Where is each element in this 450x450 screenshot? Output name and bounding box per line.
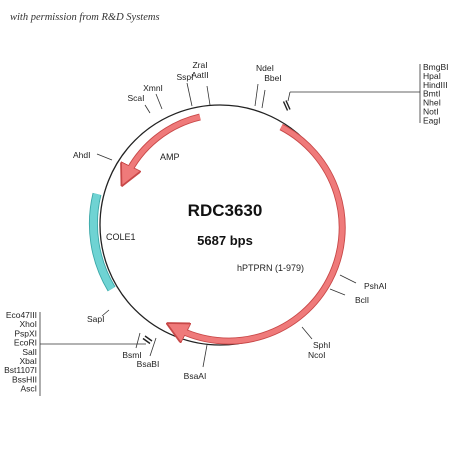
leader-psha1 [339,274,357,284]
mcs-top-site-label-0: BmgBI [423,62,449,72]
site-label-bsaai: BsaAI [184,371,207,381]
site-label-bsabi: BsaBI [137,359,160,369]
feature-label-hptprn: hPTPRN (1-979) [237,263,304,273]
mcs-bottom-site-label-6: Bst1107I [4,365,37,375]
mcs-top-marker [282,100,291,111]
mcs-top-site-label-2: HindIII [423,80,448,90]
mcs-bottom-site-label-3: EcoRI [14,338,37,348]
site-label-ncoi: NcoI [308,350,325,360]
site-label-scai: ScaI [127,93,144,103]
mcs-bottom-site-label-7: BssHII [12,374,37,384]
mcs-bottom-site-label-8: AscI [20,384,37,394]
leader-scai [144,104,151,114]
site-label-ahdi: AhdI [73,150,91,160]
leader-ahdi [96,153,113,161]
leader-sspi [186,82,193,107]
mcs-bottom-list: Eco47IIIXhoIPspXIEcoRISalIXbaIBst1107IBs… [4,310,37,394]
site-label-sphi: SphI [313,340,331,350]
site-label-zrai: ZraI [192,60,207,70]
site-label-aatii: AatII [191,70,208,80]
mcs-top-site-label-5: NotI [423,107,439,117]
mcs-bottom-marker [142,335,153,345]
mcs-top-site-label-4: NheI [423,98,441,108]
site-label-xmni: XmnI [143,83,163,93]
site-label-bcli: BclI [355,295,369,305]
hptprn-arrow-fill [175,124,345,344]
mcs-top-site-label-1: HpaI [423,71,441,81]
leader-bsaai [202,344,208,368]
mcs-bottom-site-label-4: SalI [22,347,37,357]
leader-mcs-top-stem [287,91,291,102]
leader-bsmi [135,332,141,349]
mcs-bottom-site-label-2: PspXI [14,328,37,338]
site-label-sapi: SapI [87,314,105,324]
leader-xmni [155,93,163,110]
site-label-bsmi: BsmI [122,350,141,360]
leader-bcli [329,288,346,296]
site-label-bbei: BbeI [264,73,282,83]
feature-label-cole1: COLE1 [106,232,136,242]
site-label-sspi: SspI [176,72,193,82]
credit-text: with permission from R&D Systems [10,12,160,23]
cole1-feature-fill [89,193,115,291]
mcs-top-site-label-3: BmtI [423,89,440,99]
leader-bbei [261,89,266,109]
mcs-bottom-site-label-1: XhoI [20,319,38,329]
mcs-bottom-site-label-5: XbaI [20,356,38,366]
amp-arrow-fill [123,114,201,178]
feature-label-amp: AMP [160,152,180,162]
site-label-psha1: PshAI [364,281,387,291]
leader-ndei [254,83,259,107]
leader-sapi [101,309,110,317]
site-label-ndei: NdeI [256,63,274,73]
mcs-bottom-site-label-0: Eco47III [6,310,37,320]
plasmid-name: RDC3630 [188,201,263,220]
mcs-top-site-label-6: EagI [423,115,441,125]
leader-sphi-ncoi [301,326,313,340]
leader-zrai-aatii [206,85,211,106]
plasmid-size: 5687 bps [197,233,253,248]
amp-arrow [126,113,201,176]
leader-bsabi [149,337,157,357]
